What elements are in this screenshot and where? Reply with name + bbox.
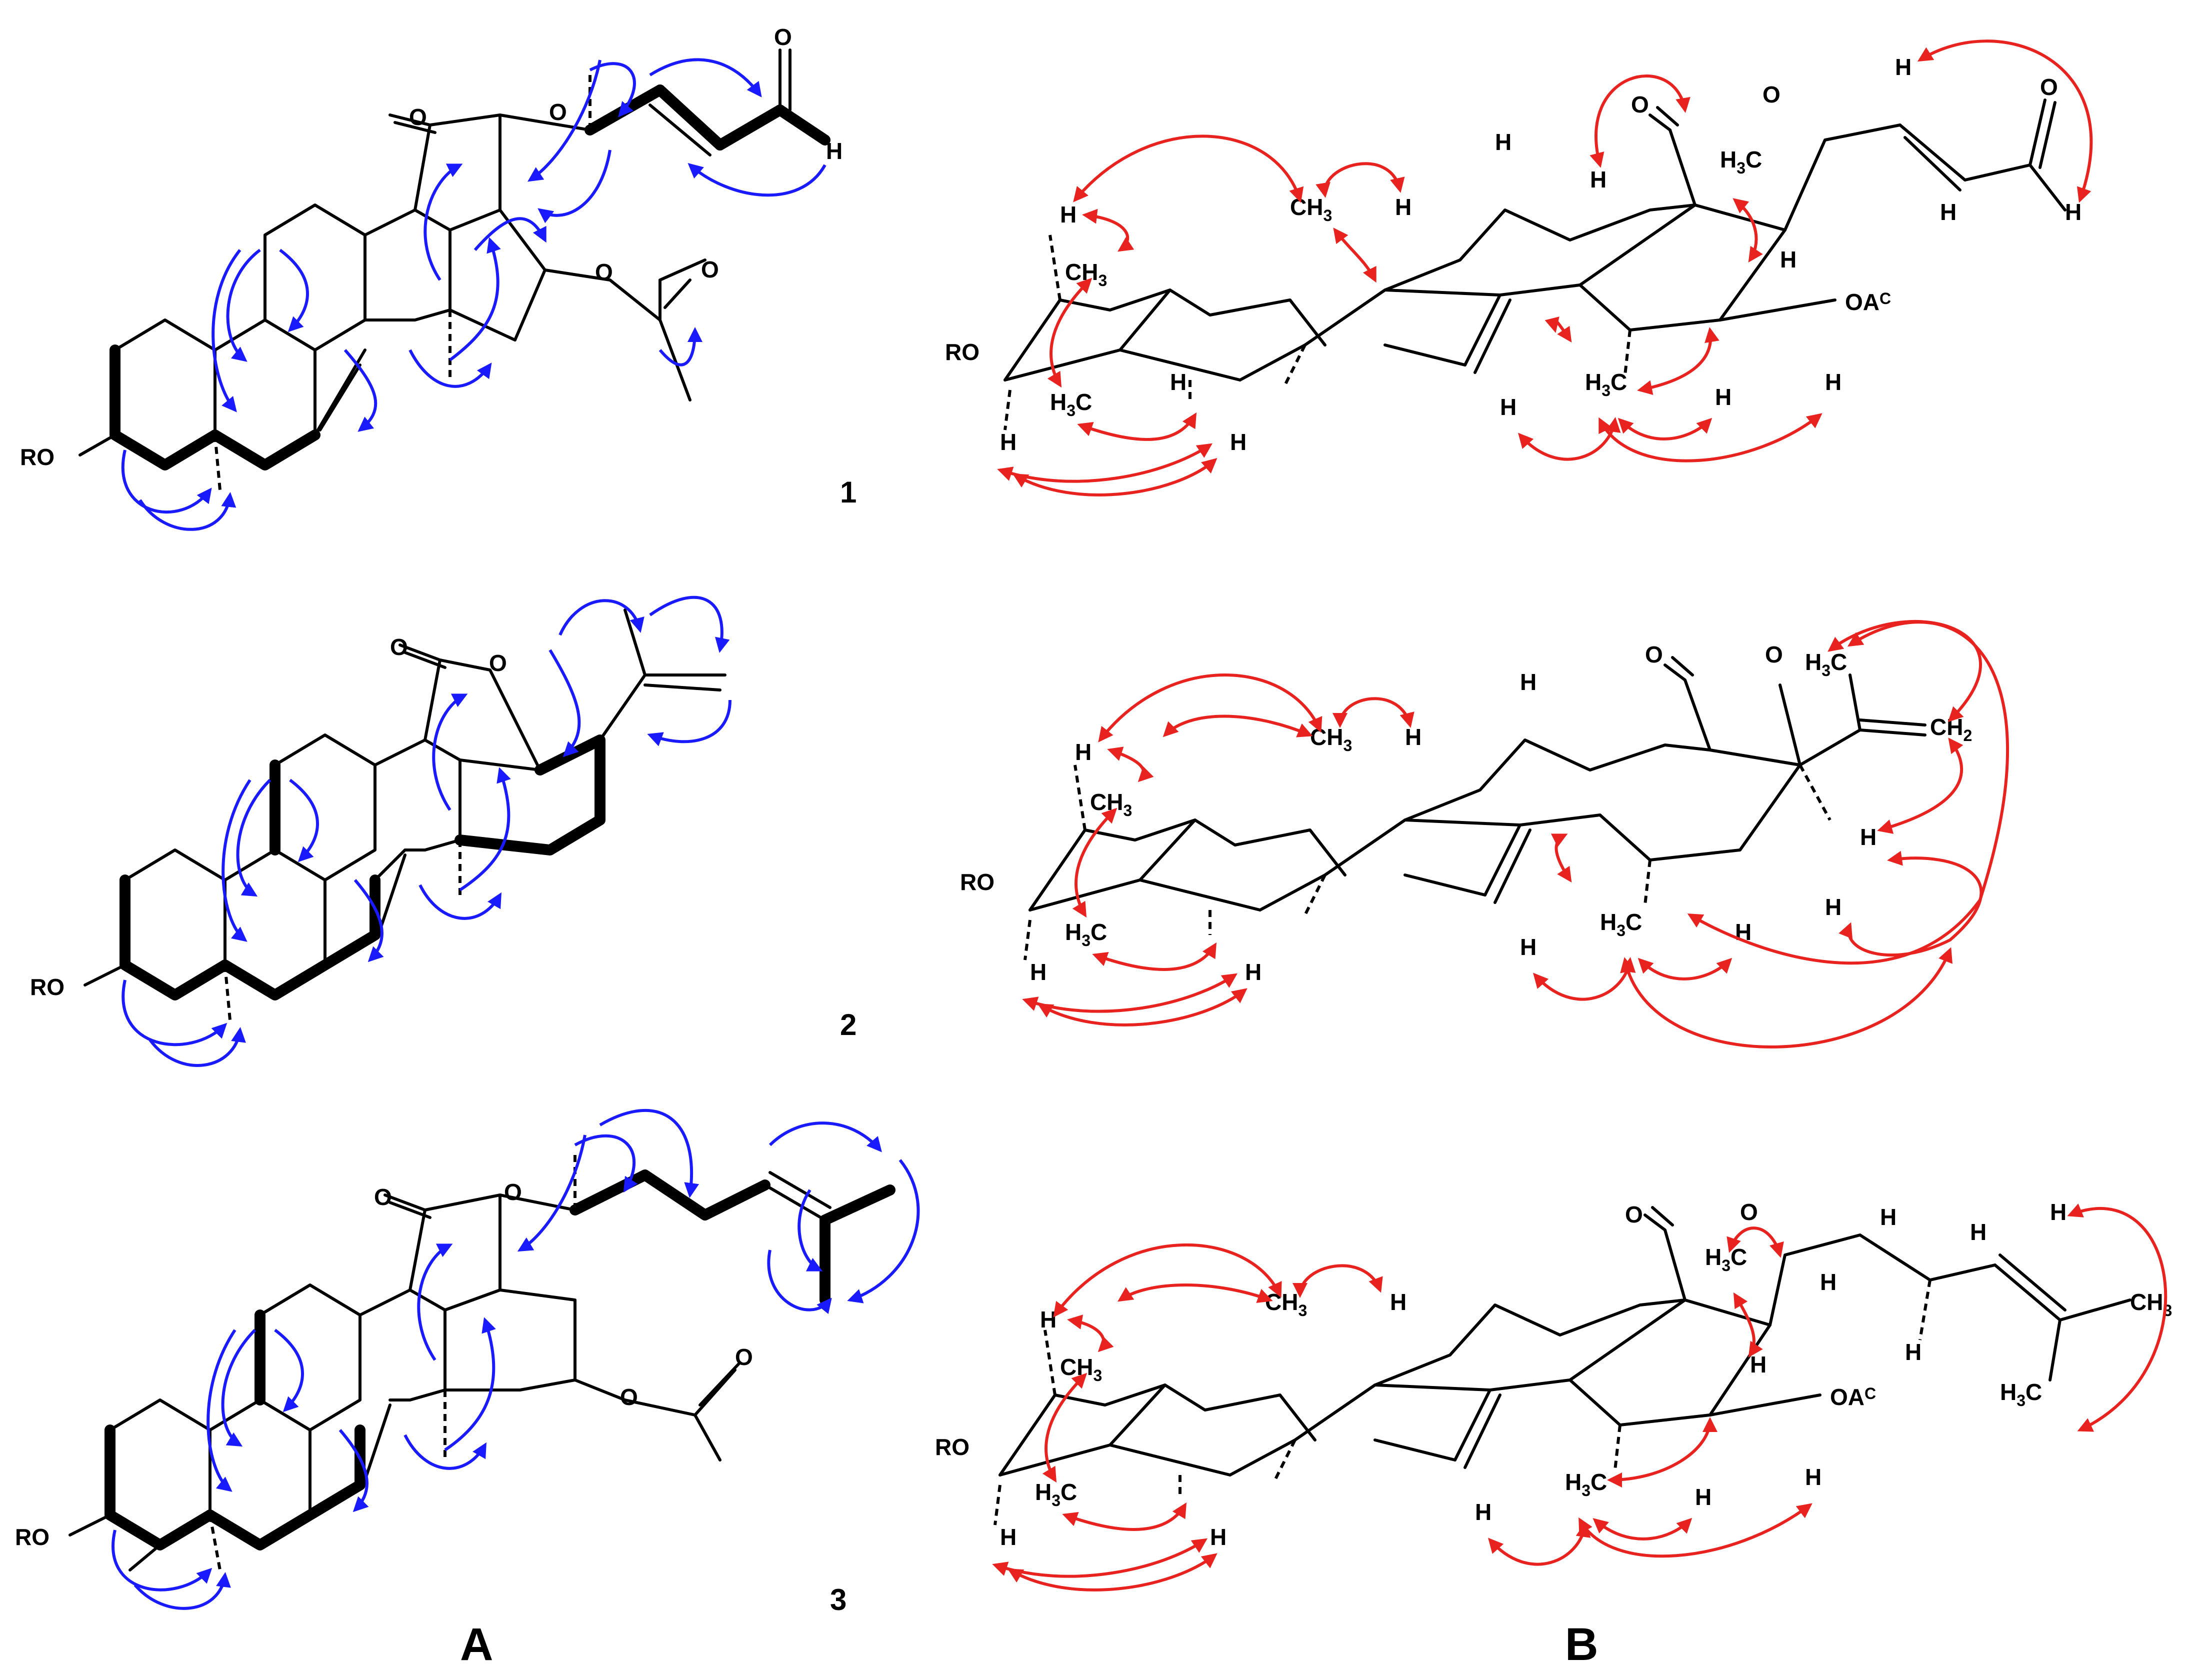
hydrogen-label: H <box>1500 394 1516 420</box>
oxygen-label: O <box>1645 642 1663 668</box>
h3c-label: H3C <box>1035 1479 1077 1510</box>
hydrogen-label: H <box>1475 1499 1492 1525</box>
hydrogen-label: H <box>2050 1199 2066 1225</box>
hydrogen-label: H <box>1820 1269 1836 1295</box>
h3c-label: H3C <box>2000 1379 2042 1410</box>
hydrogen-label: H <box>1750 1352 1766 1378</box>
oxygen-label: O <box>620 1384 638 1410</box>
hydrogen-label: H <box>1520 669 1536 695</box>
h3c-label: H3C <box>1805 649 1847 680</box>
ch3-label: CH3 <box>1290 194 1332 224</box>
hydrogen-label: H <box>1825 894 1842 920</box>
oxygen-label: O <box>549 99 567 125</box>
hydrogen-label: H <box>1245 959 1262 985</box>
hydrogen-label: H <box>1895 54 1912 80</box>
oxygen-label: O <box>735 1344 753 1370</box>
panel-label-a: A <box>460 1619 493 1670</box>
oxygen-label: O <box>774 24 792 50</box>
hydrogen-label: H <box>1075 739 1092 765</box>
hydrogen-label: H <box>1405 724 1422 750</box>
compound-label-2-a: 2 <box>840 1008 856 1042</box>
hydrogen-label: H <box>1395 194 1412 220</box>
compound-3-roesy-conformer: RO O O OAC CH3 CH3 CH3 H3C H3C H3C H3C H… <box>935 1199 2172 1592</box>
compound-label-3-a: 3 <box>830 1583 846 1616</box>
hydrogen-label: H <box>1590 166 1606 192</box>
compound-1-roesy-conformer: RO O O O H H H OAC CH3 CH3 H3C H3C H3C H… <box>945 40 2093 496</box>
compound-2-roesy-conformer: RO O O CH3 CH3 CH2 H3C H3C H3C H H H H H… <box>960 620 2010 1048</box>
hydrogen-label: H <box>1390 1289 1406 1315</box>
hydrogen-label: H <box>1805 1464 1822 1490</box>
h3c-label: H3C <box>1565 1469 1607 1500</box>
panel-label-b: B <box>1565 1619 1598 1670</box>
oxygen-label: O <box>1631 92 1649 118</box>
oxygen-label: O <box>701 256 719 282</box>
ro-label: RO <box>30 974 64 1000</box>
hydrogen-label: H <box>1695 1484 1712 1510</box>
ro-label: RO <box>20 444 54 470</box>
h3c-label: H3C <box>1705 1244 1747 1274</box>
oxygen-label: O <box>409 104 427 130</box>
hydrogen-label: H <box>1230 429 1246 455</box>
compound-1-hmbc-structure: RO O H O O O O <box>20 24 842 531</box>
hydrogen-label: H <box>1780 246 1796 272</box>
hydrogen-label: H <box>2065 199 2082 225</box>
oxygen-label: O <box>489 650 507 676</box>
oac-label: OAC <box>1845 289 1891 315</box>
compound-2-hmbc-structure: RO O O <box>30 596 732 1067</box>
oxygen-label: O <box>1740 1199 1758 1225</box>
oac-label: OAC <box>1830 1384 1876 1410</box>
hydrogen-label: H <box>1030 959 1046 985</box>
hydrogen-label: H <box>1860 824 1876 850</box>
oxygen-label: O <box>2040 74 2058 100</box>
ro-label: RO <box>960 869 994 895</box>
h3c-label: H3C <box>1050 389 1092 420</box>
oxygen-label: O <box>374 1184 392 1210</box>
ro-label: RO <box>945 339 980 365</box>
ch3-label: CH3 <box>1310 724 1352 754</box>
hydrogen-label: H <box>1040 1306 1056 1332</box>
h3c-label: H3C <box>1585 369 1627 400</box>
hydrogen-label: H <box>1825 369 1842 395</box>
h3c-label: H3C <box>1720 146 1762 177</box>
compound-3-hmbc-structure: RO O O O O <box>15 1109 920 1610</box>
hydrogen-label: H <box>1880 1204 1896 1230</box>
ro-label: RO <box>935 1434 970 1460</box>
hydrogen-label: H <box>1940 199 1956 225</box>
oxygen-label: O <box>595 259 613 285</box>
hydrogen-label: H <box>1715 384 1732 410</box>
hydrogen-label: H <box>1060 202 1076 228</box>
hydrogen-label: H <box>1000 1524 1016 1550</box>
compound-label-1-a: 1 <box>840 476 856 509</box>
hydrogen-label: H <box>1210 1524 1226 1550</box>
hydrogen-label: H <box>826 138 842 164</box>
hydrogen-label: H <box>1495 129 1512 155</box>
hydrogen-label: H <box>1970 1219 1986 1245</box>
hydrogen-label: H <box>1170 369 1186 395</box>
oxygen-label: O <box>1762 82 1780 108</box>
h3c-label: H3C <box>1600 909 1642 940</box>
ch3-label: CH3 <box>2130 1289 2172 1320</box>
hydrogen-label: H <box>1000 429 1016 455</box>
oxygen-label: O <box>1765 642 1783 668</box>
hydrogen-label: H <box>1520 934 1536 960</box>
oxygen-label: O <box>504 1179 522 1205</box>
hydrogen-label: H <box>1905 1339 1922 1365</box>
oxygen-label: O <box>1625 1202 1643 1228</box>
h3c-label: H3C <box>1065 919 1107 950</box>
oxygen-label: O <box>390 634 408 660</box>
ro-label: RO <box>15 1524 50 1550</box>
